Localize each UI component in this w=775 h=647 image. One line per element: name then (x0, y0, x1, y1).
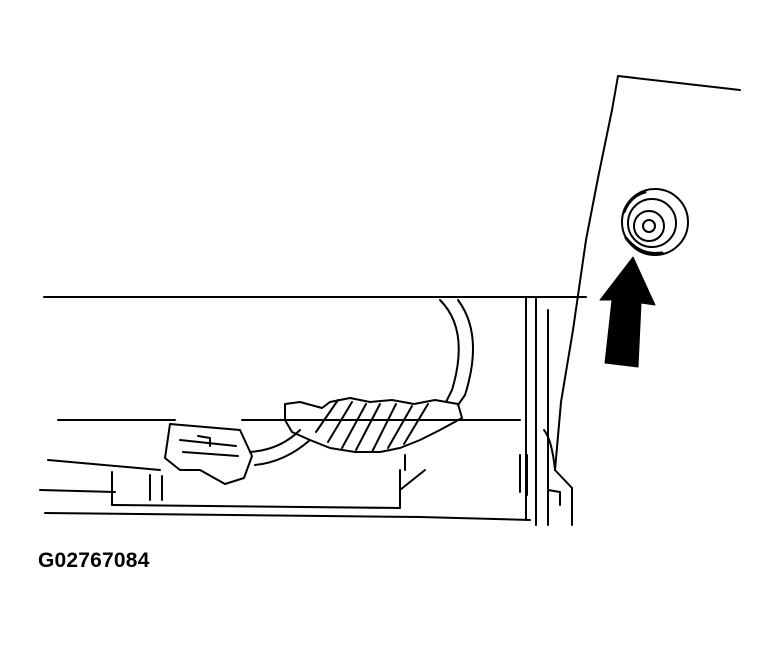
wire-icon (249, 299, 474, 466)
panel-edge (43, 296, 587, 526)
bolt-icon (621, 188, 689, 256)
connector-icon (164, 397, 463, 485)
figure-code: G02767084 (38, 549, 150, 572)
bracket-panel (554, 75, 741, 526)
lower-housing (39, 419, 531, 521)
retaining-clip (519, 429, 561, 506)
arrow-up-icon (599, 256, 656, 368)
